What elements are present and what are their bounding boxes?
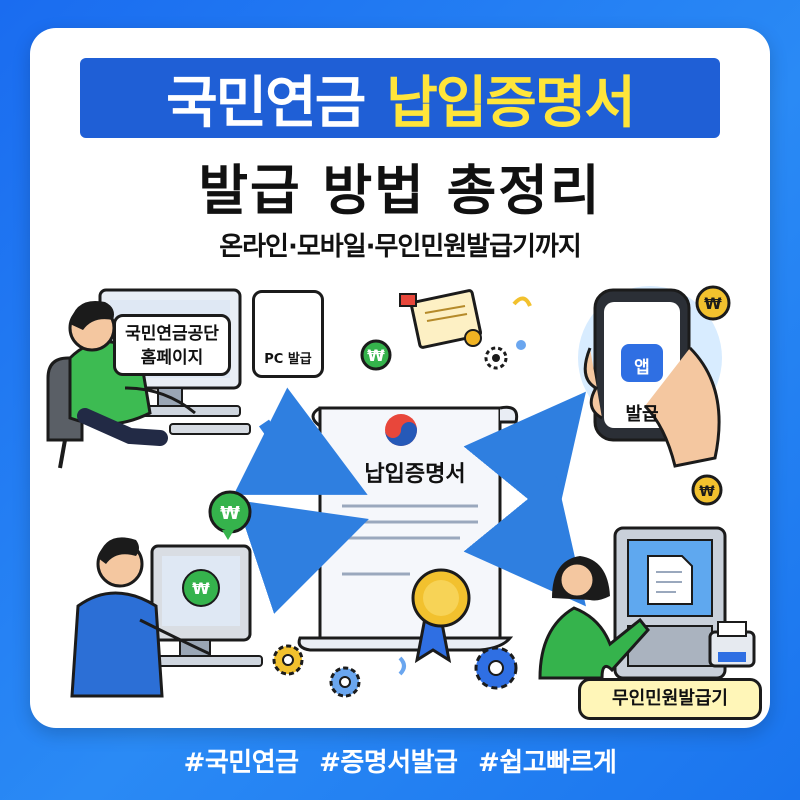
- pc-issue-badge: PC 발급: [252, 290, 324, 378]
- printer-icon: [708, 621, 756, 668]
- document-illustration: [297, 405, 519, 652]
- pc-user-illustration: ₩ ₩: [70, 490, 263, 698]
- subtitle: 발급 방법 총정리: [198, 159, 602, 222]
- won-coin-icon: ₩: [695, 285, 731, 321]
- gear-icon: [329, 666, 361, 698]
- title-part2: 납입증명서: [386, 70, 636, 136]
- illustration-scene: ₩ ₩ ₩: [46, 285, 756, 698]
- title-bar: 국민연금 납입증명서: [80, 58, 720, 138]
- arrow-icon: [233, 387, 368, 495]
- dot-decoration: [516, 340, 526, 350]
- flag-icon: [399, 293, 417, 307]
- app-issue-label: 발급: [625, 404, 659, 425]
- smartphone-illustration: [578, 286, 722, 468]
- hashtag: #쉽고빠르게: [478, 748, 617, 778]
- document-title: 납입증명서: [364, 462, 466, 487]
- gear-icon: [484, 346, 508, 370]
- svg-text:₩: ₩: [699, 484, 715, 500]
- title-part1: 국민연금: [166, 70, 366, 136]
- svg-text:₩: ₩: [220, 503, 240, 524]
- won-symbol: ₩: [367, 346, 385, 365]
- spark-decoration: [398, 656, 406, 676]
- poster-card: 국민연금 납입증명서 발급 방법 총정리 온라인·모바일·무인민원발급기까지: [30, 28, 770, 728]
- svg-text:₩: ₩: [192, 579, 210, 598]
- app-badge: 앱: [634, 358, 650, 378]
- gear-icon: [474, 646, 518, 690]
- hashtag: #증명서발급: [319, 748, 458, 778]
- kiosk-label: 무인민원발급기: [578, 678, 762, 720]
- kiosk-illustration: [538, 526, 727, 680]
- won-coin-icon: ₩: [691, 474, 723, 506]
- arrow-icon: [236, 500, 369, 614]
- homepage-label-line1: 국민연금공단: [125, 324, 219, 344]
- hashtag-row: #국민연금 #증명서발급 #쉽고빠르게: [0, 742, 800, 779]
- certificate-icon: [409, 289, 483, 349]
- homepage-label: 국민연금공단 홈페이지: [113, 314, 231, 376]
- hashtag: #국민연금: [183, 748, 299, 778]
- medal-icon: [411, 568, 471, 664]
- svg-text:₩: ₩: [704, 294, 722, 313]
- arrow-icon: [463, 391, 587, 523]
- gear-icon: [272, 644, 304, 676]
- arrow-icon: [463, 475, 587, 607]
- homepage-label-line2: 홈페이지: [140, 348, 204, 368]
- spark-decoration: [512, 296, 532, 307]
- won-coin-icon: ₩: [360, 339, 392, 371]
- tagline: 온라인·모바일·무인민원발급기까지: [219, 232, 582, 262]
- pc-issue-label: PC 발급: [264, 352, 312, 367]
